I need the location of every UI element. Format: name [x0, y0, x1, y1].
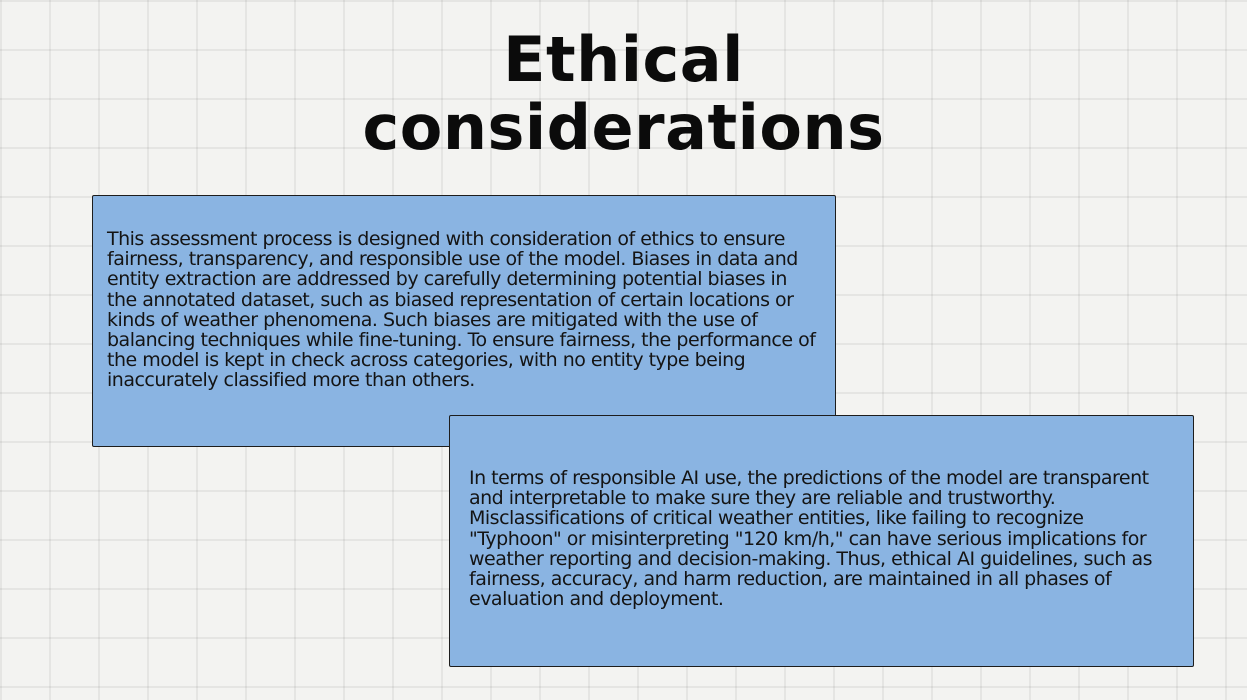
- card-1-paragraph: This assessment process is designed with…: [107, 228, 816, 392]
- title-line-2: considerations: [362, 91, 885, 164]
- card-2-paragraph: In terms of responsible AI use, the pred…: [469, 467, 1153, 611]
- title-line-1: Ethical: [503, 23, 744, 96]
- ethics-text-card-1: This assessment process is designed with…: [92, 195, 836, 447]
- slide-title: Ethical considerations: [0, 26, 1247, 162]
- ethics-text-card-2: In terms of responsible AI use, the pred…: [449, 415, 1194, 667]
